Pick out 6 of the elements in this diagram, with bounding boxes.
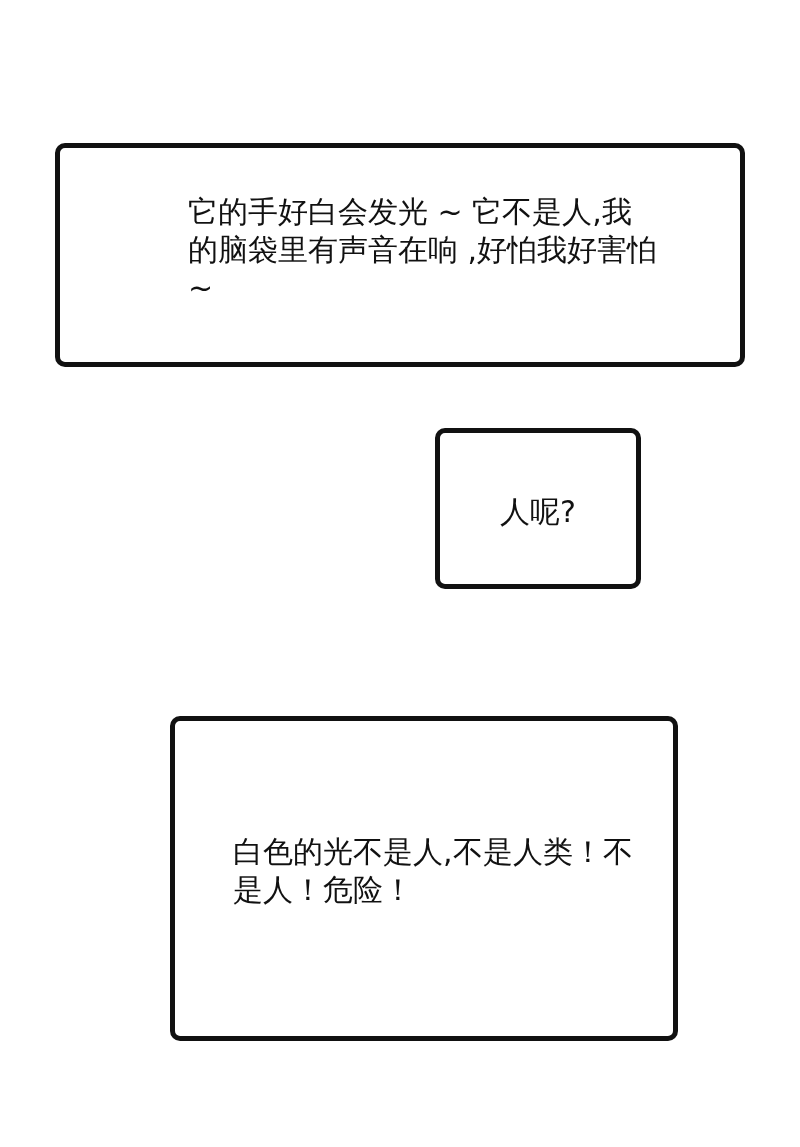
speech-box — [55, 143, 745, 367]
dialogue-text: 白色的光不是人,不是人类！不是人！危险！ — [233, 833, 634, 909]
dialogue-text: 人呢? — [500, 493, 577, 531]
speech-box — [170, 716, 678, 1041]
speech-box — [435, 428, 641, 589]
dialogue-text: 它的手好白会发光 ~ 它不是人,我的脑袋里有声音在响 ,好怕我好害怕 ~ — [188, 193, 658, 307]
